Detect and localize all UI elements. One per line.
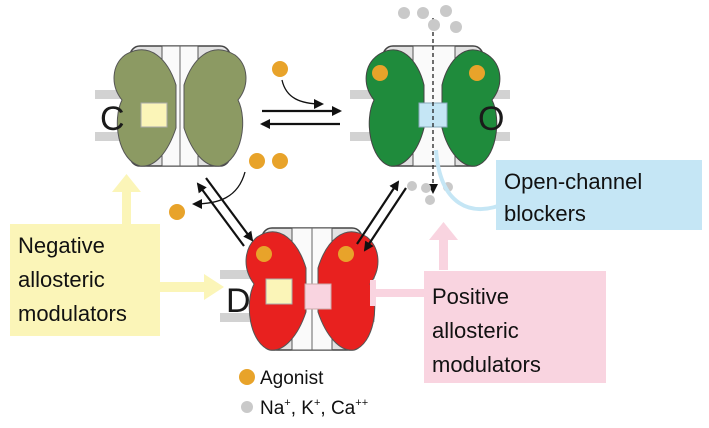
legend-ions-label: Na+, K+, Ca++ xyxy=(260,397,368,419)
state-label-open: O xyxy=(478,100,504,138)
negative-modulator-line-2: allosteric xyxy=(18,267,105,292)
transition-arrows xyxy=(196,106,407,252)
blocker-line-2: blockers xyxy=(504,201,586,226)
desensitized-channel xyxy=(245,227,379,351)
agonist-binding-arrows xyxy=(192,79,324,209)
positive-modulator-line-1: Positive xyxy=(432,284,509,309)
negative-modulator-arrows xyxy=(112,174,224,300)
negative-modulator-box xyxy=(10,224,160,336)
blocker-box xyxy=(496,160,702,230)
agonist-legend-icon xyxy=(239,369,255,385)
legend-agonist-label: Agonist xyxy=(260,368,324,389)
state-label-closed: C xyxy=(100,100,125,138)
ion-dots xyxy=(398,5,462,205)
state-label-desensitized: D xyxy=(226,282,251,320)
blocker-line-1: Open-channel xyxy=(504,169,642,194)
blocker-connector xyxy=(434,149,509,212)
agonist-dots xyxy=(169,61,485,262)
positive-modulator-line-3: modulators xyxy=(432,352,541,377)
positive-modulator-line-2: allosteric xyxy=(432,318,519,343)
ion-legend-icon xyxy=(241,401,253,413)
negative-modulator-line-3: modulators xyxy=(18,301,127,326)
positive-modulator-arrows xyxy=(370,222,458,306)
positive-modulator-box xyxy=(424,271,606,383)
negative-modulator-line-1: Negative xyxy=(18,233,105,258)
closed-channel xyxy=(113,45,247,167)
